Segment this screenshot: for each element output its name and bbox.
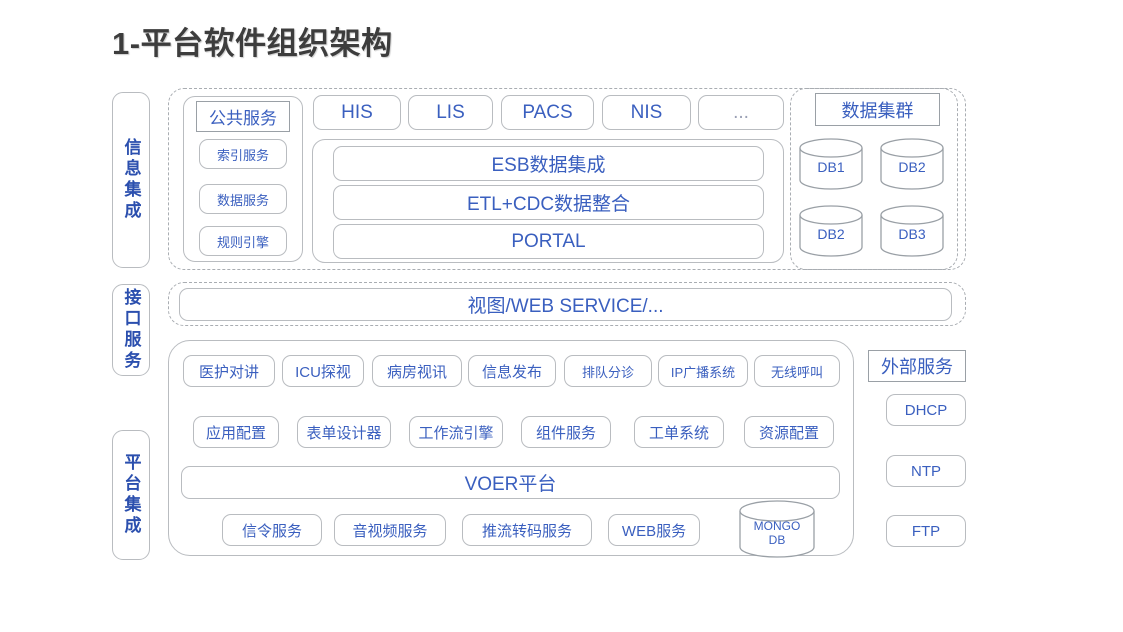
database-cylinder-db2-top: DB2: [879, 138, 945, 190]
external-service-ntp[interactable]: NTP: [886, 455, 966, 487]
information-integration-container: [168, 88, 966, 270]
stack-item-esb[interactable]: ESB数据集成: [333, 146, 764, 181]
external-service-ftp[interactable]: FTP: [886, 515, 966, 547]
app-button-queue-triage[interactable]: 排队分诊: [564, 355, 652, 387]
database-label: DB2: [817, 226, 845, 243]
component-button-form-designer[interactable]: 表单设计器: [297, 416, 391, 448]
service-button-signaling[interactable]: 信令服务: [222, 514, 322, 546]
app-button-icu-visit[interactable]: ICU探视: [282, 355, 364, 387]
voer-platform-bar[interactable]: VOER平台: [181, 466, 840, 499]
app-button-medical-intercom[interactable]: 医护对讲: [183, 355, 275, 387]
app-button-ward-video[interactable]: 病房视讯: [372, 355, 462, 387]
component-button-app-config[interactable]: 应用配置: [193, 416, 279, 448]
public-service-item-data[interactable]: 数据服务: [199, 184, 287, 214]
interface-service-container: [168, 282, 966, 326]
cylinder-shape: [799, 138, 863, 190]
system-button-lis[interactable]: LIS: [408, 95, 493, 130]
data-cluster-container: [790, 88, 958, 270]
app-button-wireless-call[interactable]: 无线呼叫: [754, 355, 840, 387]
database-cylinder-db3: DB3: [879, 205, 945, 257]
middle-stack-container: [312, 139, 784, 263]
stack-item-etl-cdc[interactable]: ETL+CDC数据整合: [333, 185, 764, 220]
system-button-his[interactable]: HIS: [313, 95, 401, 130]
rail-label: 平台集成: [121, 453, 141, 537]
system-button-pacs[interactable]: PACS: [501, 95, 594, 130]
database-cylinder-mongodb: MONGO DB: [738, 500, 816, 558]
database-label: DB3: [898, 226, 926, 243]
cylinder-shape: [739, 500, 815, 558]
cylinder-shape: [799, 205, 863, 257]
component-button-ticket-system[interactable]: 工单系统: [634, 416, 724, 448]
system-button-nis[interactable]: NIS: [602, 95, 691, 130]
cylinder-shape: [880, 205, 944, 257]
service-button-stream-transcode[interactable]: 推流转码服务: [462, 514, 592, 546]
component-button-component-service[interactable]: 组件服务: [521, 416, 611, 448]
rail-label: 信息集成: [121, 138, 141, 222]
public-service-group: [183, 96, 303, 262]
external-service-header: 外部服务: [868, 350, 966, 382]
database-label: MONGO DB: [753, 519, 801, 547]
database-cylinder-db2-bottom: DB2: [798, 205, 864, 257]
public-service-item-index[interactable]: 索引服务: [199, 139, 287, 169]
rail-label: 接口服务: [121, 288, 141, 372]
public-service-header: 公共服务: [196, 101, 290, 132]
app-button-ip-broadcast[interactable]: IP广播系统: [658, 355, 748, 387]
rail-platform-integration: 平台集成: [112, 430, 150, 560]
service-button-av[interactable]: 音视频服务: [334, 514, 446, 546]
service-button-web[interactable]: WEB服务: [608, 514, 700, 546]
platform-integration-container: [168, 340, 854, 556]
page-title: 1-平台软件组织架构: [112, 26, 393, 61]
database-label: DB2: [898, 159, 926, 176]
component-button-resource-config[interactable]: 资源配置: [744, 416, 834, 448]
database-cylinder-db1: DB1: [798, 138, 864, 190]
database-label: DB1: [817, 159, 845, 176]
rail-interface-service: 接口服务: [112, 284, 150, 376]
public-service-item-rules[interactable]: 规则引擎: [199, 226, 287, 256]
component-button-workflow-engine[interactable]: 工作流引擎: [409, 416, 503, 448]
external-service-dhcp[interactable]: DHCP: [886, 394, 966, 426]
rail-information-integration: 信息集成: [112, 92, 150, 268]
cylinder-shape: [880, 138, 944, 190]
stack-item-portal[interactable]: PORTAL: [333, 224, 764, 259]
data-cluster-header: 数据集群: [815, 93, 940, 126]
app-button-info-publish[interactable]: 信息发布: [468, 355, 556, 387]
interface-service-bar[interactable]: 视图/WEB SERVICE/...: [179, 288, 952, 321]
system-button-more[interactable]: ...: [698, 95, 784, 130]
